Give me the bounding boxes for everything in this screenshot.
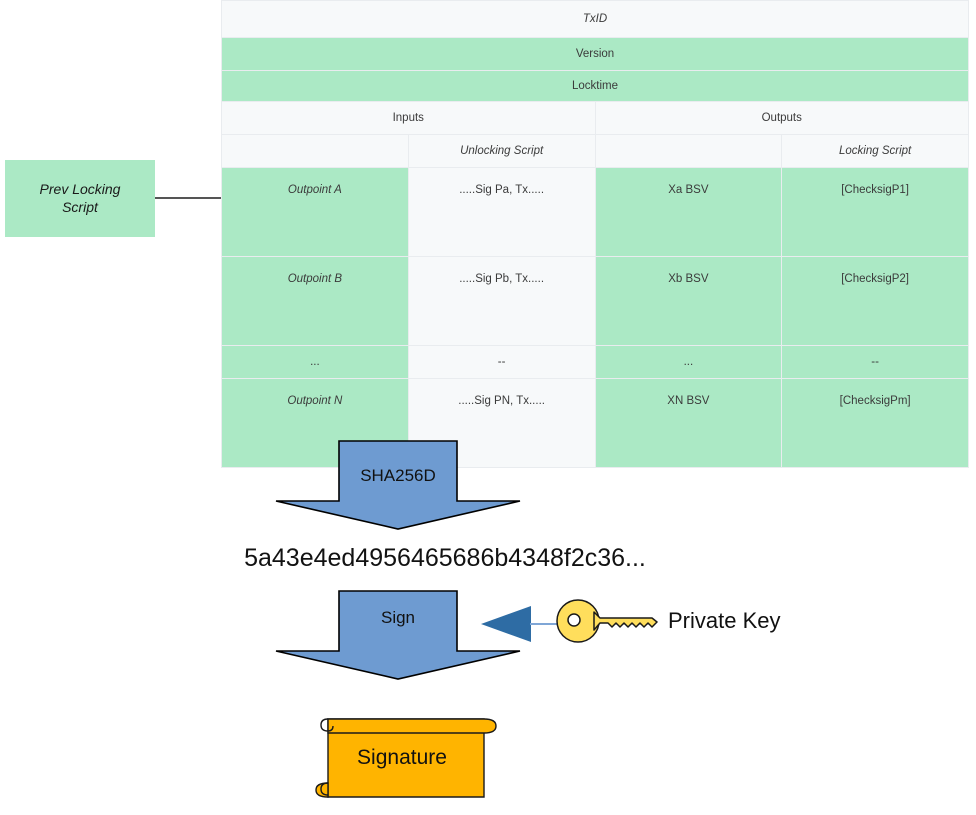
table-row: Outpoint N .....Sig PN, Tx..... XN BSV [… (221, 378, 969, 468)
cell-subheader-value (594, 134, 783, 168)
key-arrowhead-icon (481, 606, 531, 642)
cell-outpoint: ... (221, 345, 409, 379)
cell-locking-script: [ChecksigPm] (781, 378, 969, 468)
cell-outpoint: Outpoint A (221, 167, 409, 257)
table-row-section-headers: Inputs Outputs (221, 101, 969, 135)
hash-output-text: 5a43e4ed4956465686b4348f2c36... (244, 544, 646, 572)
table-row: ... -- ... -- (221, 345, 969, 379)
cell-outpoint: Outpoint B (221, 256, 409, 346)
cell-subheader-outpoint (221, 134, 409, 168)
table-row-sub-headers: Unlocking Script Locking Script (221, 134, 969, 168)
cell-locking-script: [ChecksigP1] (781, 167, 969, 257)
private-key-icon (556, 596, 660, 646)
cell-outpoint: Outpoint N (221, 378, 409, 468)
cell-header-outputs: Outputs (594, 101, 969, 135)
cell-subheader-unlocking-script: Unlocking Script (407, 134, 596, 168)
cell-value: XN BSV (594, 378, 783, 468)
cell-locktime: Locktime (221, 70, 969, 102)
table-row: Outpoint B .....Sig Pb, Tx..... Xb BSV [… (221, 256, 969, 346)
cell-unlocking-script: .....Sig Pb, Tx..... (407, 256, 596, 346)
cell-value: Xb BSV (594, 256, 783, 346)
prev-locking-script-text: Prev Locking Script (40, 181, 121, 216)
cell-unlocking-script: .....Sig Pa, Tx..... (407, 167, 596, 257)
table-row-txid: TxID (221, 0, 969, 38)
connector-line (155, 197, 221, 199)
private-key-label: Private Key (668, 608, 781, 633)
prev-locking-script-line2: Script (62, 198, 98, 215)
sha256d-arrow-block: SHA256D (275, 440, 521, 530)
prev-locking-script-line1: Prev Locking (39, 181, 121, 197)
table-row-locktime: Locktime (221, 70, 969, 102)
cell-locking-script: [ChecksigP2] (781, 256, 969, 346)
cell-header-inputs: Inputs (221, 101, 596, 135)
prev-locking-script-box: Prev Locking Script (5, 160, 155, 237)
table-row-version: Version (221, 37, 969, 71)
sign-arrow-icon (275, 590, 521, 680)
transaction-table: TxID Version Locktime Inputs Outputs Unl… (221, 0, 969, 468)
cell-locking-script: -- (781, 345, 969, 379)
cell-unlocking-script: -- (407, 345, 596, 379)
sha256d-arrow-icon (275, 440, 521, 530)
cell-value: ... (594, 345, 783, 379)
cell-txid: TxID (221, 0, 969, 38)
signature-scroll (306, 706, 498, 810)
cell-subheader-locking-script: Locking Script (781, 134, 969, 168)
key-connector-line (530, 623, 566, 625)
cell-value: Xa BSV (594, 167, 783, 257)
cell-version: Version (221, 37, 969, 71)
table-row: Outpoint A .....Sig Pa, Tx..... Xa BSV [… (221, 167, 969, 257)
